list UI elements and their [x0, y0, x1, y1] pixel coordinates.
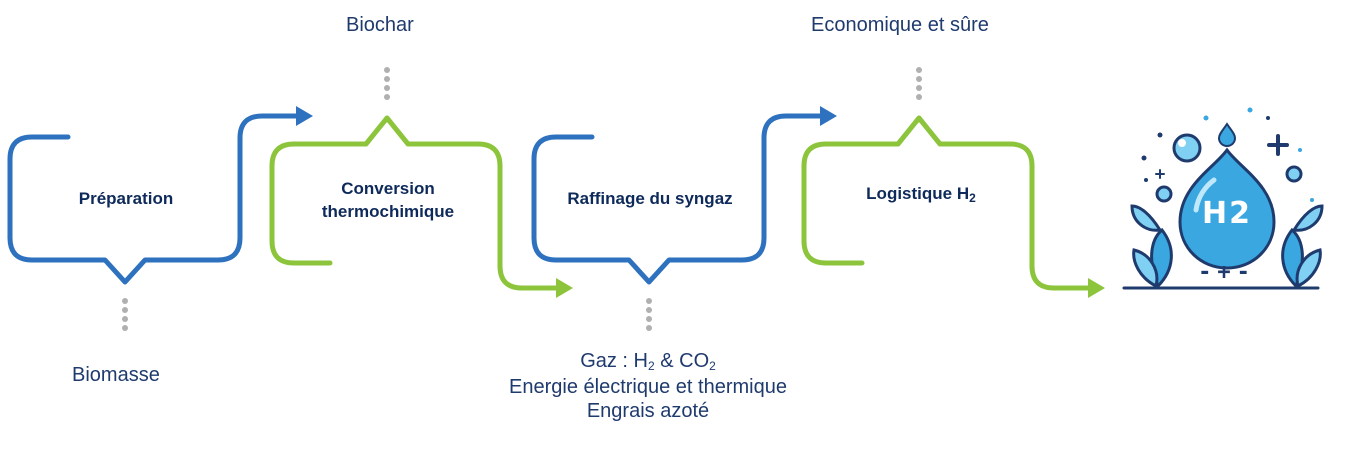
- step-conversion-line1: Conversion: [341, 179, 435, 198]
- hydrogen-drop-icon: [1122, 107, 1324, 290]
- output-gaz-prefix: Gaz : H: [580, 350, 648, 372]
- logistique-frame: [801, 115, 1091, 291]
- dotted-connectors: [122, 67, 922, 331]
- step-logistique-subscript: 2: [969, 191, 976, 205]
- step-preparation: Préparation: [48, 187, 204, 210]
- output-gaz-sub1: 2: [647, 359, 655, 373]
- input-biomasse: Biomasse: [72, 364, 160, 386]
- input-economique: Economique et sûre: [811, 14, 989, 36]
- step-logistique: Logistique H2: [828, 182, 1014, 207]
- step-conversion: Conversion thermochimique: [300, 177, 476, 223]
- output-engrais: Engrais azoté: [586, 400, 710, 422]
- raffinage-frame: [531, 113, 823, 285]
- arrow-head-2: [556, 278, 573, 298]
- output-energie: Energie électrique et thermique: [509, 376, 787, 398]
- step-preparation-label: Préparation: [78, 189, 174, 208]
- step-logistique-label: Logistique H: [866, 184, 970, 203]
- output-gaz: Gaz : H2 & CO2: [448, 349, 848, 375]
- hydrogen-drop-label: H2: [1202, 196, 1252, 231]
- preparation-frame: [7, 113, 299, 285]
- conversion-frame: [269, 115, 559, 291]
- step-conversion-line2: thermochimique: [321, 202, 455, 221]
- output-gaz-middle: & CO: [654, 350, 710, 372]
- arrow-head-4: [1088, 278, 1105, 298]
- outputs-block: Gaz : H2 & CO2 Energie électrique et the…: [448, 349, 848, 423]
- step-raffinage-label: Raffinage du syngaz: [567, 189, 733, 208]
- step-raffinage: Raffinage du syngaz: [540, 187, 760, 210]
- arrow-head-3: [820, 106, 837, 126]
- arrow-head-1: [296, 106, 313, 126]
- hydrogen-signs: -+-: [1198, 260, 1256, 285]
- output-gaz-sub2: 2: [709, 359, 716, 373]
- input-biochar: Biochar: [346, 14, 414, 36]
